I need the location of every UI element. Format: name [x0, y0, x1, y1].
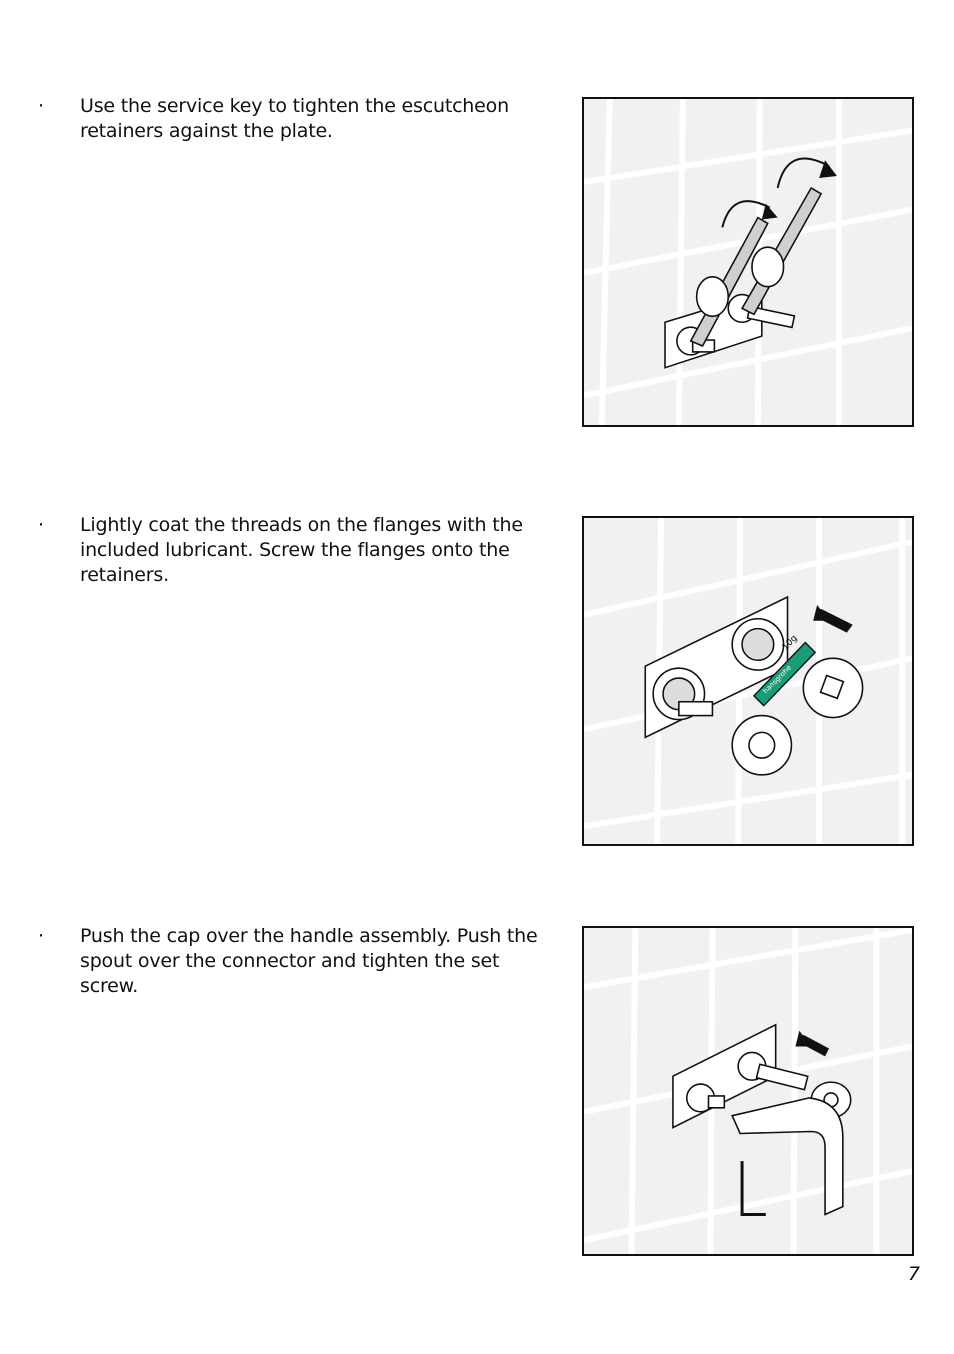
- lubricant-flange-illustration: 10g hansgrohe: [582, 516, 914, 846]
- page-number: 7: [907, 1263, 920, 1285]
- step-bullet: ·: [38, 95, 45, 117]
- step-bullet: ·: [38, 514, 45, 536]
- step-instruction: Lightly coat the threads on the flanges …: [80, 514, 523, 586]
- spout-cap-install-illustration: [582, 926, 914, 1256]
- service-key-tighten-illustration: [582, 97, 914, 427]
- figure-3-drawing: [584, 928, 912, 1254]
- figure-1-drawing: [584, 99, 912, 425]
- step-bullet: ·: [38, 925, 45, 947]
- figure-2-drawing: 10g hansgrohe: [584, 518, 912, 844]
- step-instruction: Push the cap over the handle assembly. P…: [80, 925, 538, 997]
- step-instruction: Use the service key to tighten the escut…: [80, 95, 509, 142]
